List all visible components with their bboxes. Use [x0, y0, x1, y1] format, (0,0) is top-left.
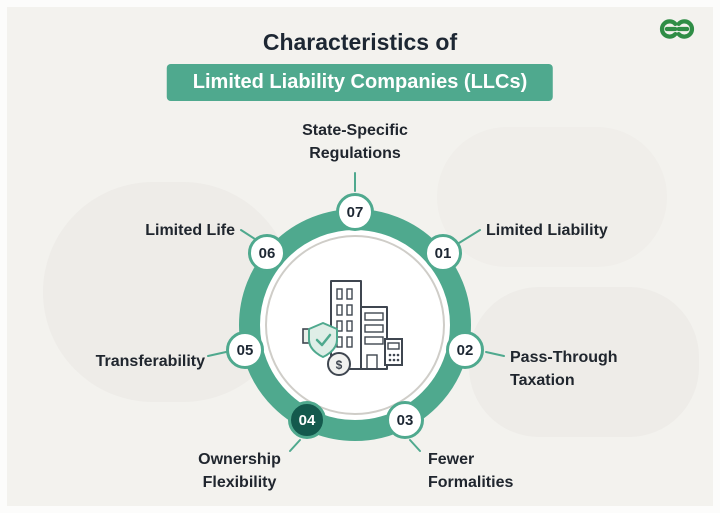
label-state-specific-regulations: State-Specific Regulations: [302, 122, 408, 163]
badge-02: 02: [446, 331, 484, 369]
background-blob: [469, 287, 699, 437]
badge-03: 03: [386, 401, 424, 439]
background-blob: [437, 127, 667, 267]
diagram-inner-ring: [265, 235, 445, 415]
banner-subtitle: Limited Liability Companies (LLCs): [166, 64, 554, 101]
badge-01: 01: [424, 234, 462, 272]
badge-06: 06: [248, 234, 286, 272]
svg-text:$: $: [336, 358, 343, 372]
label-limited-life: Limited Life: [145, 222, 235, 239]
label-ownership-flexibility: Ownership Flexibility: [198, 451, 281, 492]
geeksforgeeks-logo: [659, 19, 695, 39]
label-fewer-formalities: Fewer Formalities: [428, 451, 514, 492]
badge-04: 04: [288, 401, 326, 439]
label-transferability: Transferability: [95, 353, 205, 370]
label-pass-through-taxation: Pass-Through Taxation: [510, 349, 618, 390]
badge-05: 05: [226, 331, 264, 369]
badge-07: 07: [336, 193, 374, 231]
page-title: Characteristics of: [262, 29, 458, 55]
llc-building-illustration: $: [302, 280, 403, 376]
label-limited-liability: Limited Liability: [486, 222, 608, 239]
